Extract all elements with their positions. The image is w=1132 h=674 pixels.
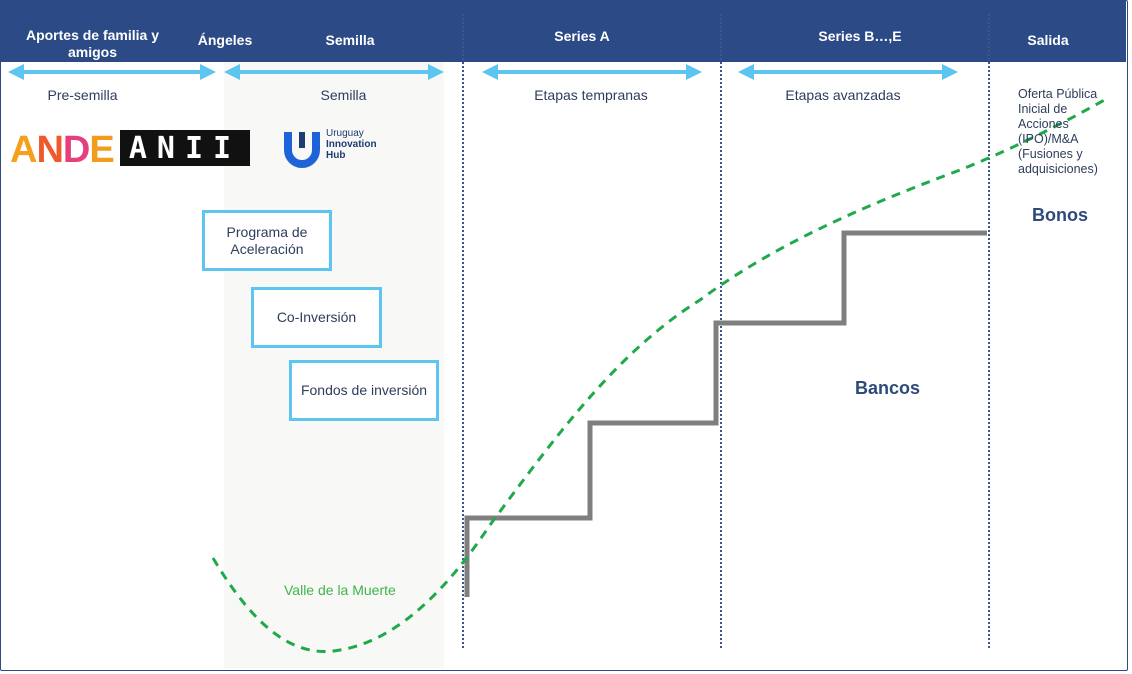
header-exit: Salida [1027, 32, 1069, 48]
banks-label: Bancos [855, 378, 921, 398]
divider-series-b-exit [988, 14, 990, 648]
divider-series-a-b [720, 14, 722, 648]
program-funds-box: Fondos de inversión [289, 360, 439, 421]
anii-logo: ANII [120, 130, 250, 166]
stage-seed: Semilla [320, 87, 367, 103]
bonds-label: Bonos [1032, 205, 1088, 225]
valley-of-death-curve [211, 96, 1109, 653]
program-coinvestment-box: Co-Inversión [251, 287, 382, 348]
valley-of-death-label: Valle de la Muerte [284, 582, 396, 598]
stage-early: Etapas tempranas [534, 87, 648, 103]
header-series-a: Series A [554, 28, 610, 44]
header-seed: Semilla [325, 32, 375, 48]
stage-preseed: Pre-semilla [47, 87, 118, 103]
stage-advanced: Etapas avanzadas [785, 87, 901, 103]
header-angels: Ángeles [197, 32, 253, 48]
header-series-b: Series B…,E [818, 28, 902, 44]
program-acceleration-box: Programa de Aceleración [202, 210, 332, 271]
header-family-friends: Aportes de familia y amigos [25, 27, 160, 60]
bank-financing-steps [464, 230, 987, 597]
stage-exit-ipo-ma: Oferta Pública Inicial de Acciones (IPO)… [1018, 87, 1098, 176]
header-bar [0, 0, 1126, 62]
ande-logo: ANDE [10, 129, 115, 171]
divider-seed-series-a [462, 14, 464, 648]
innovation-hub-u-icon [284, 132, 320, 168]
